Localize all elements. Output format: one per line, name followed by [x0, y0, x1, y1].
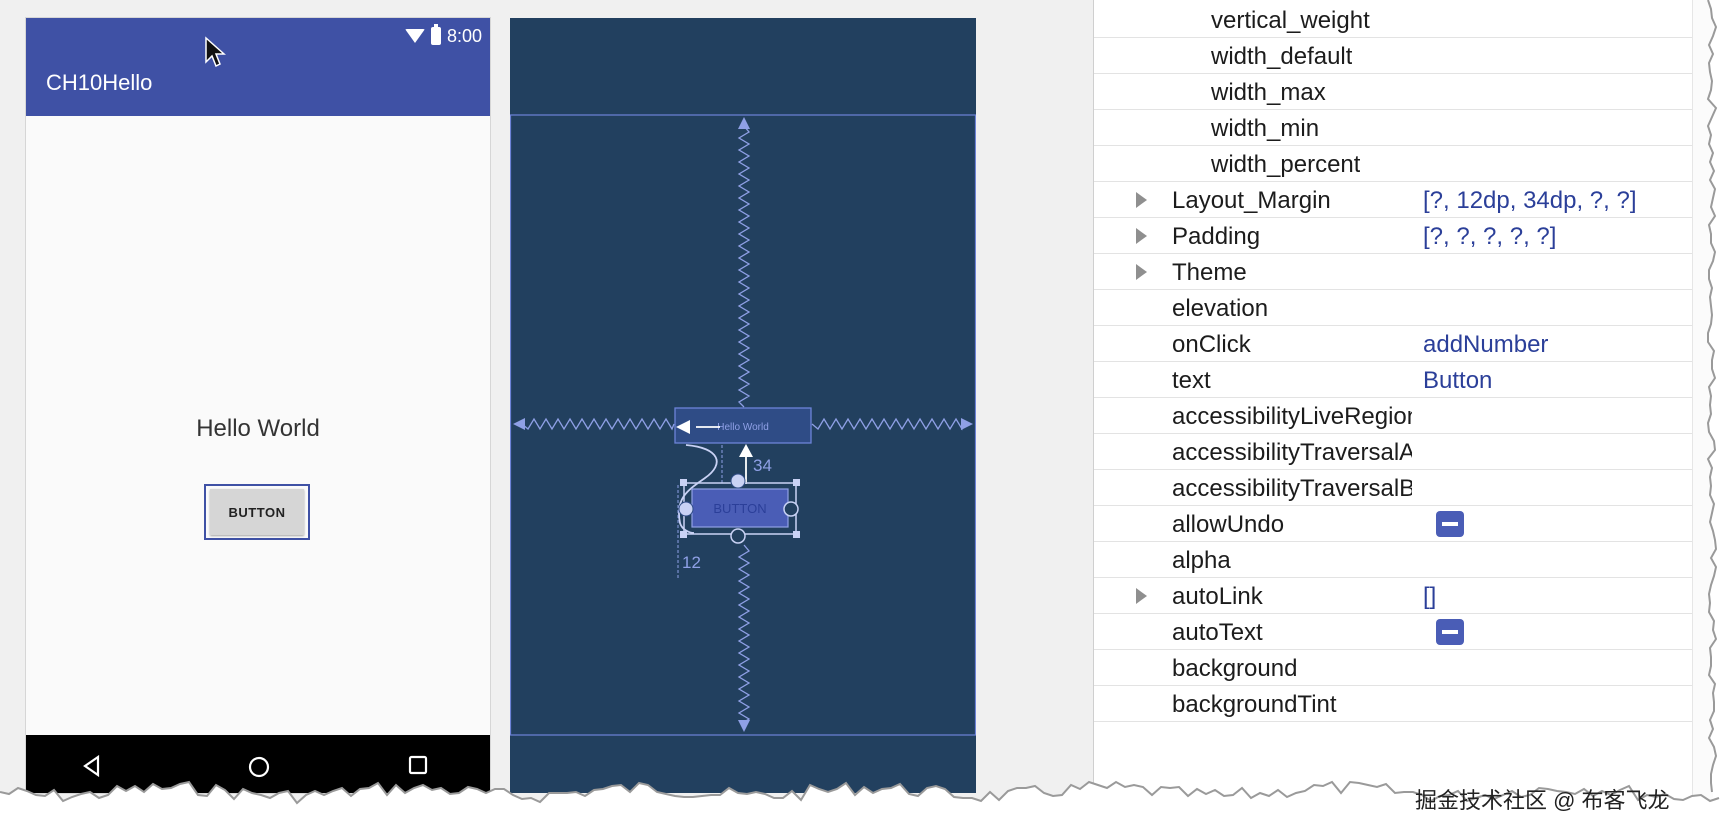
- property-value[interactable]: [?, ?, ?, ?, ?]: [1423, 223, 1557, 250]
- arrow-left-icon: [513, 418, 525, 430]
- indeterminate-checkbox-icon[interactable]: [1436, 511, 1464, 537]
- watermark: 掘金技术社区 @ 布客飞龙: [1415, 788, 1670, 813]
- property-row[interactable]: allowUndo: [1094, 506, 1694, 542]
- status-time: 8:00: [446, 25, 482, 46]
- property-name: width_percent: [1211, 151, 1361, 178]
- property-row[interactable]: text Button: [1094, 362, 1694, 398]
- app-bar: 8:00 CH10Hello: [26, 18, 490, 116]
- property-row[interactable]: width_min: [1094, 110, 1694, 146]
- property-name: width_min: [1211, 115, 1320, 142]
- mouse-cursor-icon: [205, 36, 226, 68]
- device-preview: 8:00 CH10Hello Hello World BUTTON: [26, 18, 490, 793]
- property-name: vertical_weight: [1211, 7, 1370, 34]
- expand-arrow-icon[interactable]: [1136, 588, 1147, 604]
- arrow-right-icon: [961, 418, 973, 430]
- property-row[interactable]: background: [1094, 650, 1694, 686]
- home-icon[interactable]: [247, 755, 271, 779]
- blueprint-button-label: BUTTON: [713, 501, 766, 516]
- wifi-icon: [404, 29, 425, 43]
- layout-bounds: [510, 114, 976, 736]
- property-name: allowUndo: [1172, 511, 1285, 538]
- hello-textview: Hello World: [196, 415, 320, 442]
- expand-arrow-icon[interactable]: [1136, 264, 1147, 280]
- property-row[interactable]: width_max: [1094, 74, 1694, 110]
- constraint-anchor-arrow-icon: [676, 420, 690, 434]
- attributes-scrollbar[interactable]: [1692, 0, 1713, 800]
- property-row[interactable]: width_percent: [1094, 146, 1694, 182]
- app-title: CH10Hello: [46, 70, 153, 95]
- property-row[interactable]: Padding [?, ?, ?, ?, ?]: [1094, 218, 1694, 254]
- property-value[interactable]: [?, 12dp, 34dp, ?, ?]: [1423, 187, 1637, 214]
- blueprint-canvas: Hello World 34 12 BUTTON: [510, 114, 976, 736]
- constraint-spring-left: [521, 417, 675, 431]
- button-selection-outline: BUTTON: [204, 484, 310, 540]
- property-row[interactable]: vertical_weight: [1094, 2, 1694, 38]
- property-name: Layout_Margin: [1172, 187, 1331, 214]
- property-value[interactable]: Button: [1423, 367, 1493, 394]
- property-row[interactable]: elevation: [1094, 290, 1694, 326]
- property-row[interactable]: Layout_Margin [?, 12dp, 34dp, ?, ?]: [1094, 182, 1694, 218]
- property-name: background: [1172, 655, 1298, 682]
- property-name: elevation: [1172, 295, 1269, 322]
- property-row[interactable]: autoText: [1094, 614, 1694, 650]
- property-name: Padding: [1172, 223, 1261, 250]
- battery-icon: [430, 24, 441, 45]
- property-name: accessibilityTraversalBefore: [1172, 475, 1412, 502]
- property-name: width_default: [1211, 43, 1353, 70]
- blueprint-textview[interactable]: Hello World: [674, 407, 812, 444]
- expand-arrow-icon[interactable]: [1136, 192, 1147, 208]
- property-name: alpha: [1172, 547, 1231, 574]
- property-row[interactable]: autoLink []: [1094, 578, 1694, 614]
- status-bar: 8:00: [404, 24, 482, 48]
- indeterminate-checkbox-icon[interactable]: [1436, 619, 1464, 645]
- property-name: accessibilityLiveRegion: [1172, 403, 1412, 430]
- margin-left-label: 12: [682, 553, 701, 572]
- margin-arrow-icon: [739, 444, 753, 457]
- property-row[interactable]: accessibilityTraversalBefore: [1094, 470, 1694, 506]
- right-anchor-handle[interactable]: [783, 501, 799, 517]
- constraint-spring-bottom: [737, 544, 751, 723]
- recents-icon[interactable]: [408, 755, 428, 775]
- property-row[interactable]: Theme: [1094, 254, 1694, 290]
- property-name: text: [1172, 367, 1211, 394]
- device-button[interactable]: BUTTON: [210, 489, 304, 535]
- constraint-spring-top: [737, 125, 751, 408]
- arrow-down-icon: [738, 720, 750, 732]
- property-value[interactable]: []: [1423, 583, 1437, 610]
- left-anchor-handle[interactable]: [678, 501, 694, 517]
- navigation-bar: [26, 735, 490, 793]
- top-anchor-handle[interactable]: [730, 473, 746, 489]
- property-name: accessibilityTraversalAfter: [1172, 439, 1412, 466]
- arrow-up-icon: [738, 117, 750, 129]
- bottom-anchor-handle[interactable]: [730, 528, 746, 544]
- property-name: Theme: [1172, 259, 1247, 286]
- property-name: width_max: [1211, 79, 1326, 106]
- constraint-spring-right: [811, 417, 965, 431]
- blueprint-view: Hello World 34 12 BUTTON: [510, 18, 976, 793]
- property-row[interactable]: alpha: [1094, 542, 1694, 578]
- property-row[interactable]: accessibilityTraversalAfter: [1094, 434, 1694, 470]
- property-row[interactable]: backgroundTint: [1094, 686, 1694, 722]
- property-row[interactable]: onClick addNumber: [1094, 326, 1694, 362]
- property-name: backgroundTint: [1172, 691, 1337, 718]
- back-icon[interactable]: [82, 755, 102, 777]
- property-row[interactable]: accessibilityLiveRegion: [1094, 398, 1694, 434]
- property-value[interactable]: addNumber: [1423, 331, 1549, 358]
- property-name: autoText: [1172, 619, 1263, 646]
- blueprint-textview-label: Hello World: [717, 422, 769, 433]
- blueprint-button[interactable]: BUTTON: [678, 473, 800, 544]
- property-name: onClick: [1172, 331, 1251, 358]
- property-name: autoLink: [1172, 583, 1263, 610]
- constraint-link: [678, 444, 718, 534]
- margin-top-label: 34: [753, 456, 772, 475]
- expand-arrow-icon[interactable]: [1136, 228, 1147, 244]
- property-row[interactable]: width_default: [1094, 38, 1694, 74]
